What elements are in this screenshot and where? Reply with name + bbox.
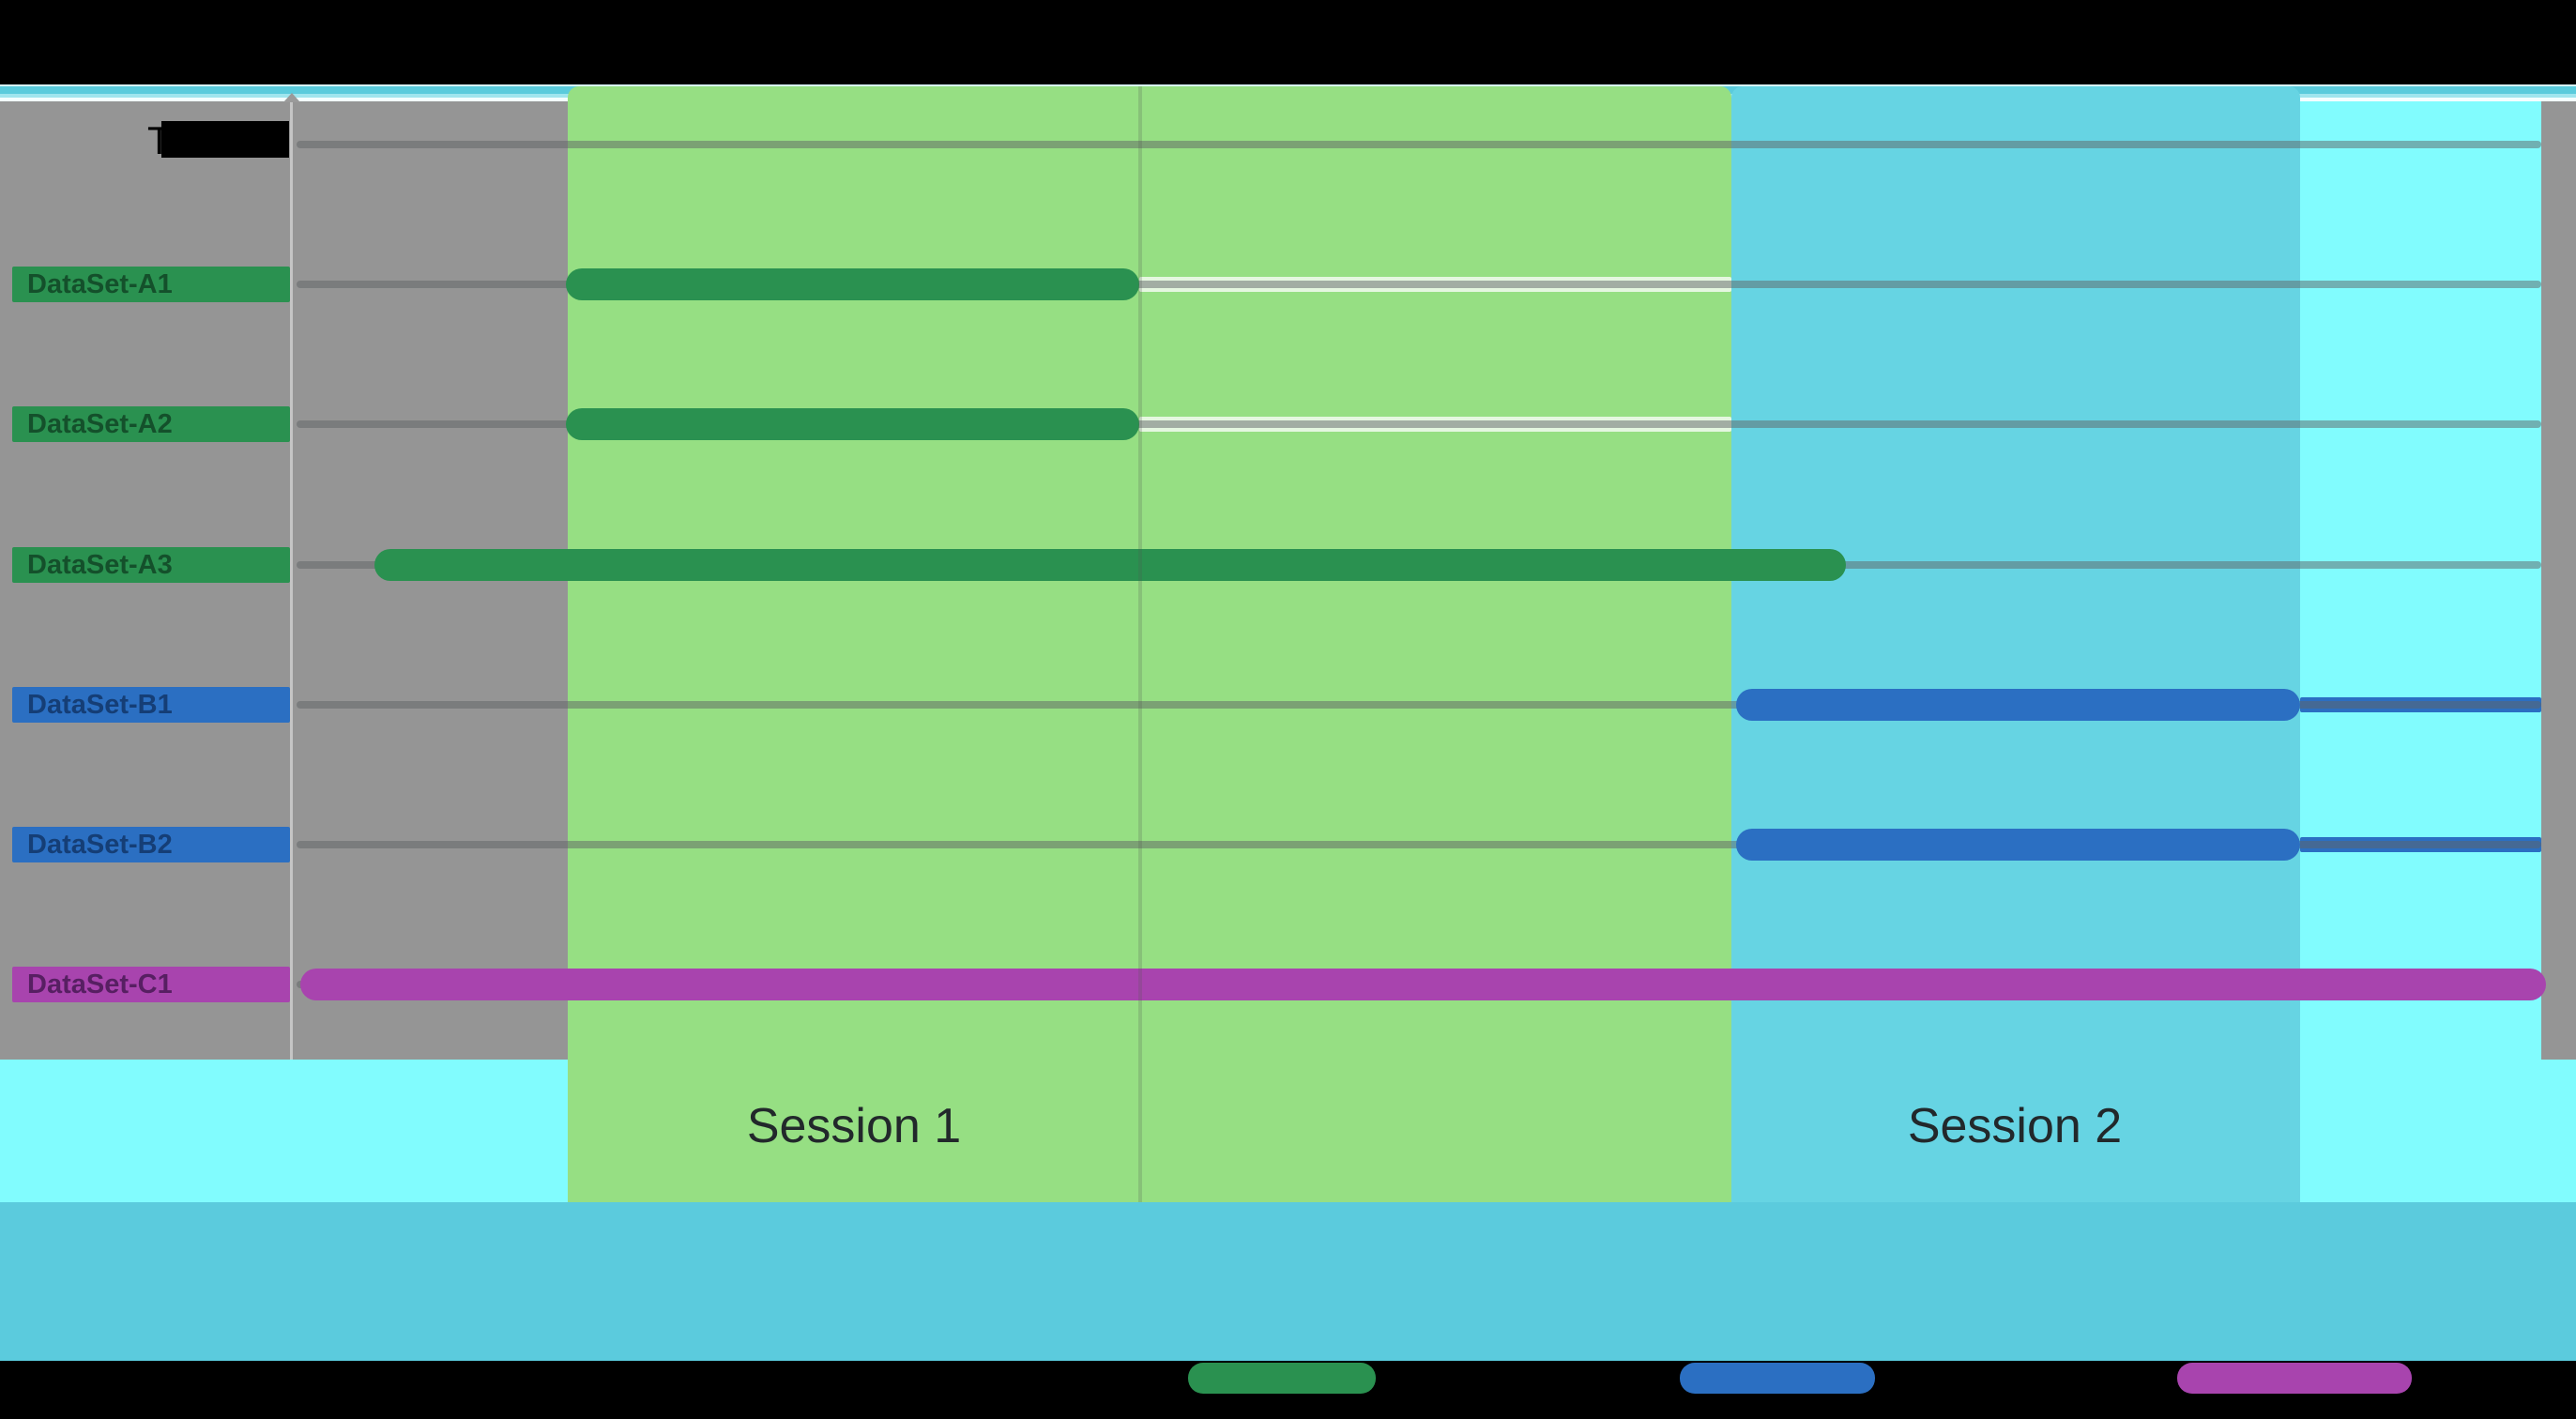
row-gridline	[297, 701, 2541, 709]
bar-dataset-a1	[566, 268, 1139, 300]
row-gridline	[297, 281, 2541, 288]
session-label-1: Session 1	[746, 1099, 962, 1153]
row-gridline	[297, 420, 2541, 428]
top-strip-light	[0, 84, 2576, 86]
gridline-vertical-mid	[1138, 86, 1142, 1202]
row-label-dataset-a1: DataSet-A1	[12, 267, 290, 302]
row-gridline	[297, 841, 2541, 848]
row-label-dataset-a3: DataSet-A3	[12, 547, 290, 583]
title-redaction-box	[161, 121, 289, 158]
axis-caret-icon	[283, 93, 300, 102]
row-label-dataset-b2: DataSet-B2	[12, 827, 290, 862]
session-band-2	[1731, 86, 2300, 1202]
row-label-dataset-b1: DataSet-B1	[12, 687, 290, 723]
bar-dataset-c1	[300, 969, 2546, 1000]
legend-item-3[interactable]	[2177, 1363, 2412, 1394]
bar-dataset-b1	[1736, 689, 2300, 721]
legend-item-1[interactable]	[1188, 1363, 1376, 1394]
bar-dataset-a3	[374, 549, 1846, 581]
bar-dataset-b2	[1736, 829, 2300, 861]
session-band-1	[568, 86, 1731, 1202]
off-session-column	[2300, 101, 2541, 1202]
bottom-teal-band	[0, 1202, 2576, 1361]
session-label-2: Session 2	[1907, 1099, 2123, 1153]
bar-dataset-a2	[566, 408, 1139, 440]
row-gridline	[297, 141, 2541, 148]
legend-item-2[interactable]	[1680, 1363, 1875, 1394]
row-label-dataset-c1: DataSet-C1	[12, 967, 290, 1002]
axis-line-left	[290, 101, 293, 1060]
row-label-dataset-a2: DataSet-A2	[12, 406, 290, 442]
